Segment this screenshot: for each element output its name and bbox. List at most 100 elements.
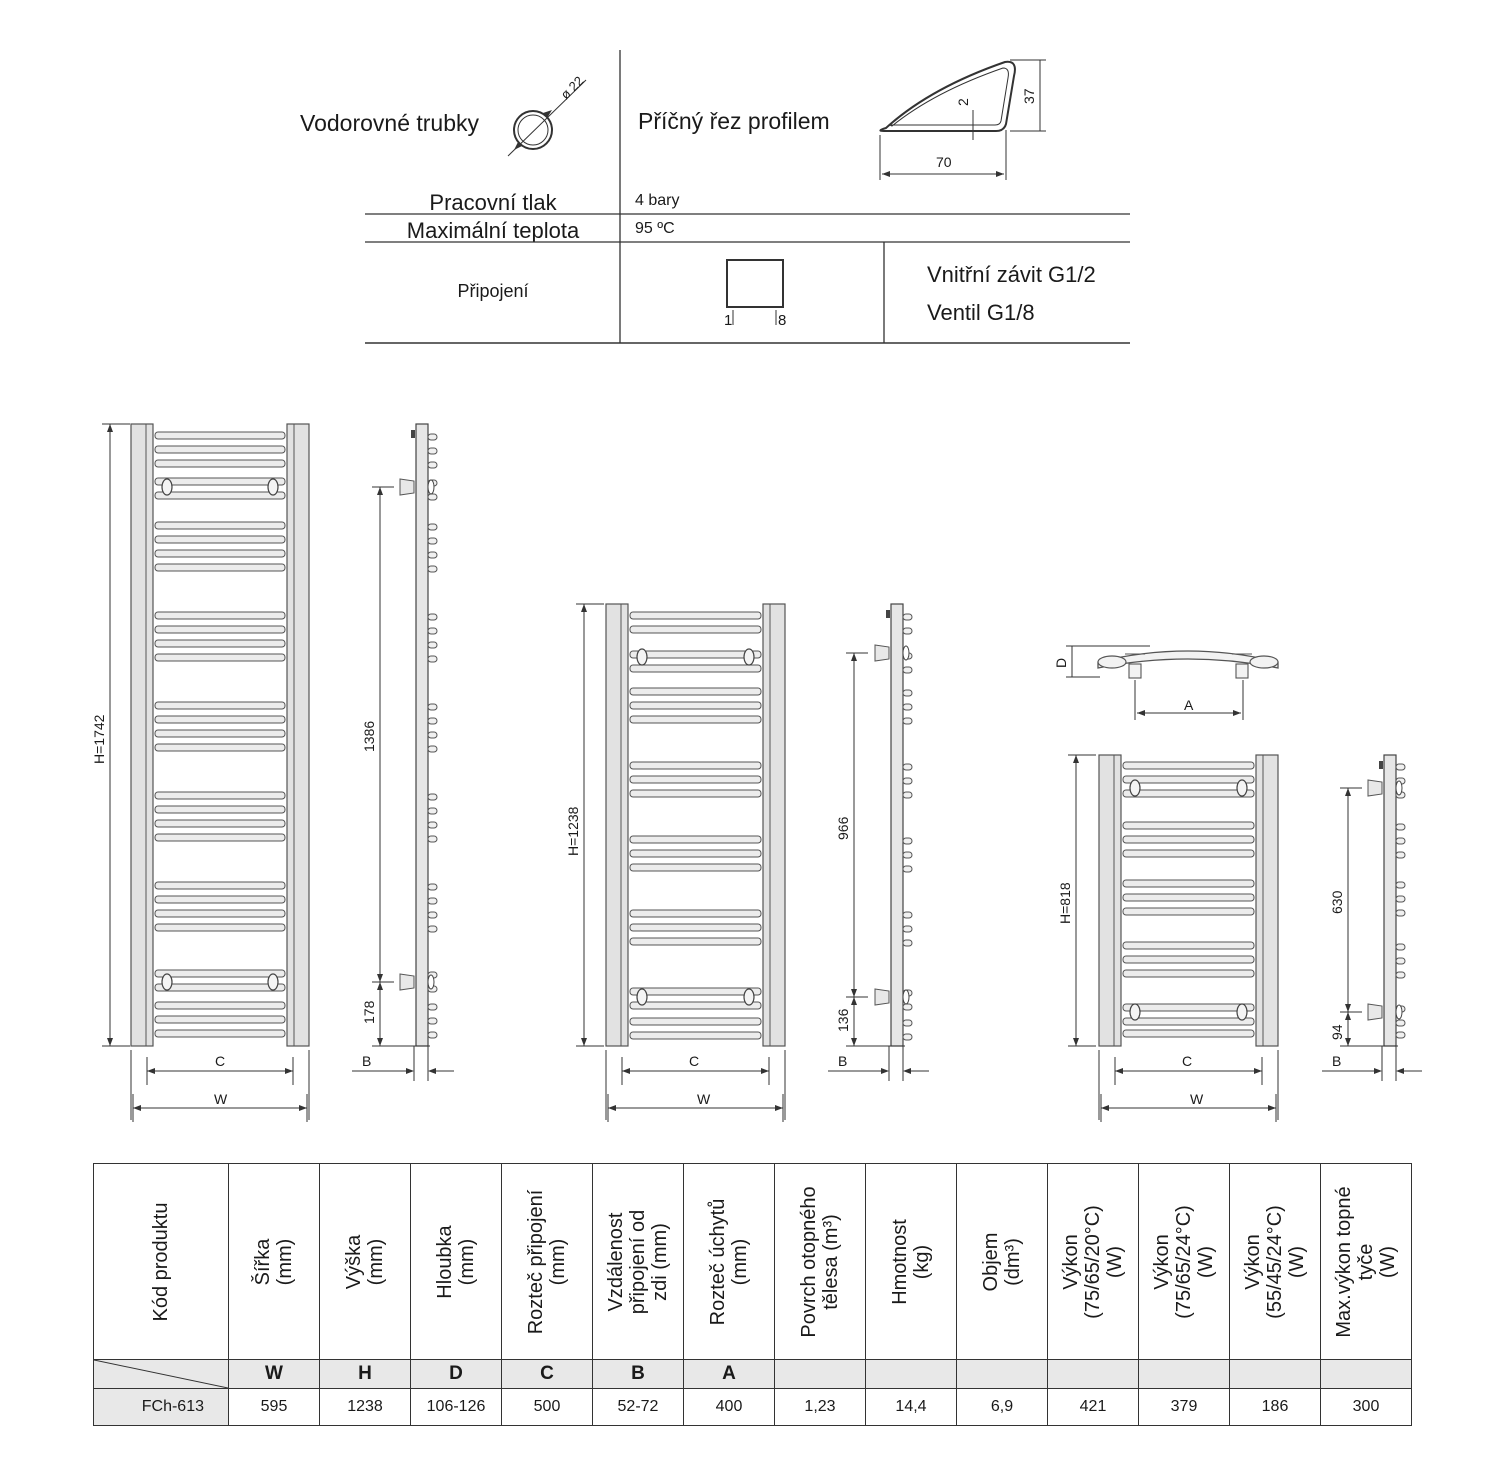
front-view-large	[102, 423, 310, 1122]
tube-profile	[427, 731, 438, 739]
horizontal-tube	[629, 863, 762, 872]
tube-profile	[427, 925, 438, 933]
front-view-medium	[576, 603, 786, 1122]
arrow-head	[1345, 1012, 1351, 1020]
small-spacing-label: 630	[1329, 890, 1345, 914]
horizontal-tube	[154, 477, 286, 486]
horizontal-tube	[154, 729, 286, 738]
tube-profile	[902, 613, 913, 621]
table-row: FCh-613 595 1238 106-126 500 52-72 400 1…	[93, 1388, 1412, 1426]
arrow-head	[622, 1068, 630, 1074]
arrow-head	[377, 982, 383, 990]
connection-point	[427, 974, 435, 990]
horizontal-tube	[154, 743, 286, 752]
tube-profile	[1395, 823, 1406, 831]
right-rail	[762, 603, 786, 1047]
temperature-value: 95 ºC	[635, 220, 675, 237]
arrow-head	[881, 1068, 889, 1074]
front-view-small	[1068, 754, 1279, 1122]
depth-label: D	[1053, 658, 1069, 668]
tube-section-icon: ø 22	[507, 73, 587, 157]
horizontal-tube	[154, 625, 286, 634]
horizontal-tube	[154, 653, 286, 662]
connection-point	[902, 989, 910, 1005]
horizontal-tube	[629, 1017, 762, 1026]
small-height-label: H=818	[1057, 882, 1073, 924]
connection-point	[743, 988, 755, 1006]
arrow-head	[406, 1068, 414, 1074]
arrow-head	[107, 424, 113, 432]
large-height-label: H=1742	[91, 714, 107, 764]
tube-profile	[427, 835, 438, 843]
tube-profile	[427, 641, 438, 649]
product-table: Kód produktu Šířka (mm) Výška (mm) Hloub…	[93, 1163, 1412, 1426]
medium-w-label: W	[697, 1091, 711, 1107]
header-output-75-65-24: Výkon (75/65/24°C) (W)	[1151, 1204, 1217, 1319]
symbol-cell: A	[683, 1359, 775, 1389]
table-header-row: Kód produktu Šířka (mm) Výška (mm) Hloub…	[93, 1163, 1412, 1360]
horizontal-tube	[1122, 849, 1255, 858]
horizontal-tube	[154, 1015, 286, 1024]
connection-point	[636, 648, 648, 666]
tube-profile	[902, 1033, 913, 1041]
connection-point	[1395, 780, 1403, 796]
tube-profile	[427, 493, 438, 501]
header-output-55-45-24: Výkon (55/45/24°C) (W)	[1242, 1204, 1308, 1319]
value-width: 595	[228, 1388, 320, 1426]
value-height: 1238	[319, 1388, 411, 1426]
side-rail	[890, 603, 904, 1047]
horizontal-tube	[1122, 821, 1255, 830]
value-max-heater: 300	[1320, 1388, 1412, 1426]
value-depth: 106-126	[410, 1388, 502, 1426]
tube-profile	[427, 551, 438, 559]
tube-profile	[1395, 1031, 1406, 1039]
arrow-head	[1115, 1068, 1123, 1074]
tube-profile	[427, 897, 438, 905]
arrow-head	[428, 1068, 436, 1074]
horizontal-tube	[154, 563, 286, 572]
connection-point	[636, 988, 648, 1006]
tube-profile	[427, 821, 438, 829]
header-bracket-spacing: Rozteč úchytů (mm)	[707, 1198, 751, 1325]
horizontal-tube	[154, 639, 286, 648]
arrow-head	[851, 1038, 857, 1046]
vent-plug	[411, 430, 415, 438]
profile-inner-label: 2	[955, 98, 971, 106]
horizontal-tube	[154, 833, 286, 842]
tube-profile	[902, 666, 913, 674]
horizontal-tube	[629, 987, 762, 996]
horizontal-tube	[154, 701, 286, 710]
right-rail	[1255, 754, 1279, 1047]
horizontal-tube	[629, 761, 762, 770]
tube-profile	[427, 565, 438, 573]
large-w-label: W	[214, 1091, 228, 1107]
horizontal-tube	[1122, 835, 1255, 844]
horizontal-tube	[629, 1031, 762, 1040]
tube-profile	[427, 1003, 438, 1011]
large-spacing-label: 1386	[361, 721, 377, 752]
arrow-head	[851, 989, 857, 997]
connection-point	[1129, 1003, 1141, 1021]
horizontal-tube	[154, 969, 286, 978]
header-depth: Hloubka (mm)	[434, 1224, 478, 1299]
symbol-cell-diagonal	[93, 1359, 229, 1389]
side-rail	[415, 423, 429, 1047]
connection-icon	[726, 259, 784, 325]
vent-plug	[886, 610, 890, 618]
top-view-small: D A	[1053, 645, 1279, 720]
tube-profile	[902, 911, 913, 919]
horizontal-tube	[154, 715, 286, 724]
pressure-label: Pracovní tlak	[429, 190, 557, 215]
tube-profile	[427, 461, 438, 469]
horizontal-tube	[629, 701, 762, 710]
arrow-head	[1254, 1068, 1262, 1074]
tube-profile	[427, 911, 438, 919]
value-volume: 6,9	[956, 1388, 1048, 1426]
connection-point	[1236, 779, 1248, 797]
tube-diameter-label: ø 22	[558, 73, 587, 102]
horizontal-tube	[154, 791, 286, 800]
value-bracket-spacing: 400	[683, 1388, 775, 1426]
horizontal-tube	[154, 983, 286, 992]
tube-profile	[1395, 909, 1406, 917]
wall-bracket	[1367, 779, 1383, 797]
